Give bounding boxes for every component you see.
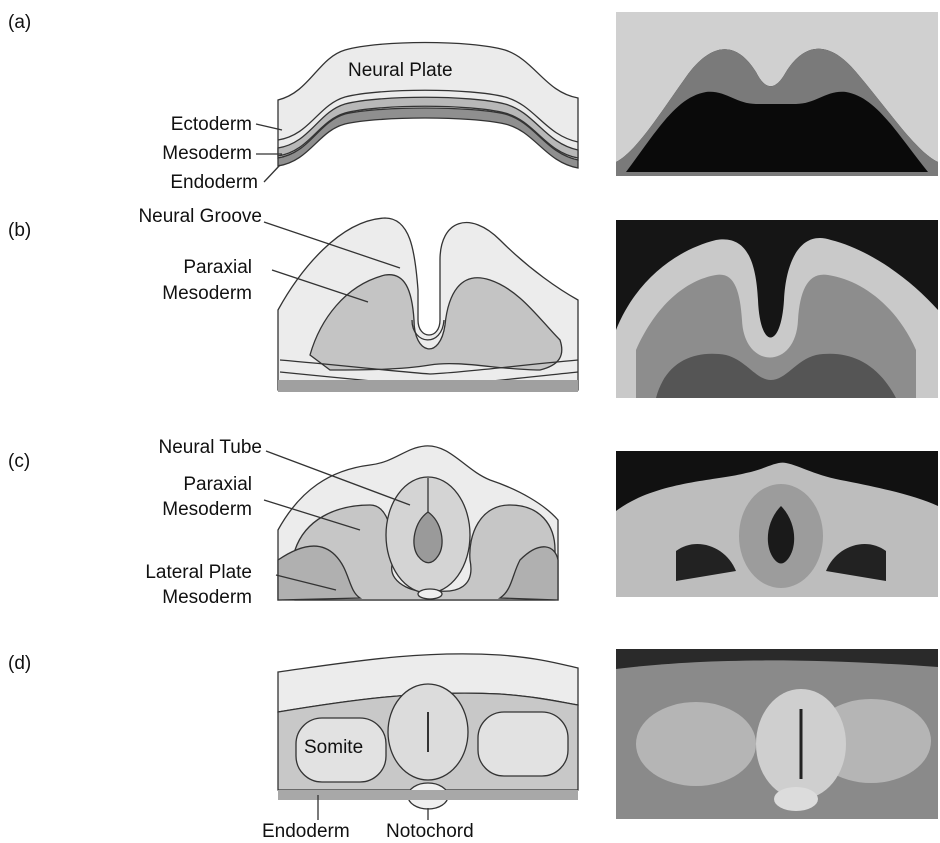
label-paraxial-c-line2: Mesoderm: [130, 499, 252, 521]
label-endoderm: Endoderm: [134, 172, 258, 194]
label-mesoderm: Mesoderm: [134, 143, 252, 165]
micrograph-d: [616, 649, 938, 819]
panel-b-diagram: [264, 218, 578, 392]
label-paraxial-c-line1: Paraxial: [140, 474, 252, 496]
panel-c-diagram: [264, 446, 558, 600]
label-neural-groove: Neural Groove: [90, 206, 262, 228]
label-paraxial-b-line1: Paraxial: [140, 257, 252, 279]
micrograph-a: [616, 12, 938, 176]
label-somite: Somite: [304, 737, 363, 759]
label-endoderm-d: Endoderm: [262, 821, 350, 843]
label-notochord: Notochord: [386, 821, 474, 843]
label-lateral-plate-line2: Mesoderm: [130, 587, 252, 609]
micrograph-c: [616, 451, 938, 597]
label-ectoderm: Ectoderm: [148, 114, 252, 136]
label-paraxial-b-line2: Mesoderm: [130, 283, 252, 305]
label-neural-plate: Neural Plate: [348, 60, 453, 82]
label-lateral-plate-line1: Lateral Plate: [90, 562, 252, 584]
micrograph-b: [616, 220, 938, 398]
somite-right: [478, 712, 568, 776]
label-neural-tube: Neural Tube: [100, 437, 262, 459]
